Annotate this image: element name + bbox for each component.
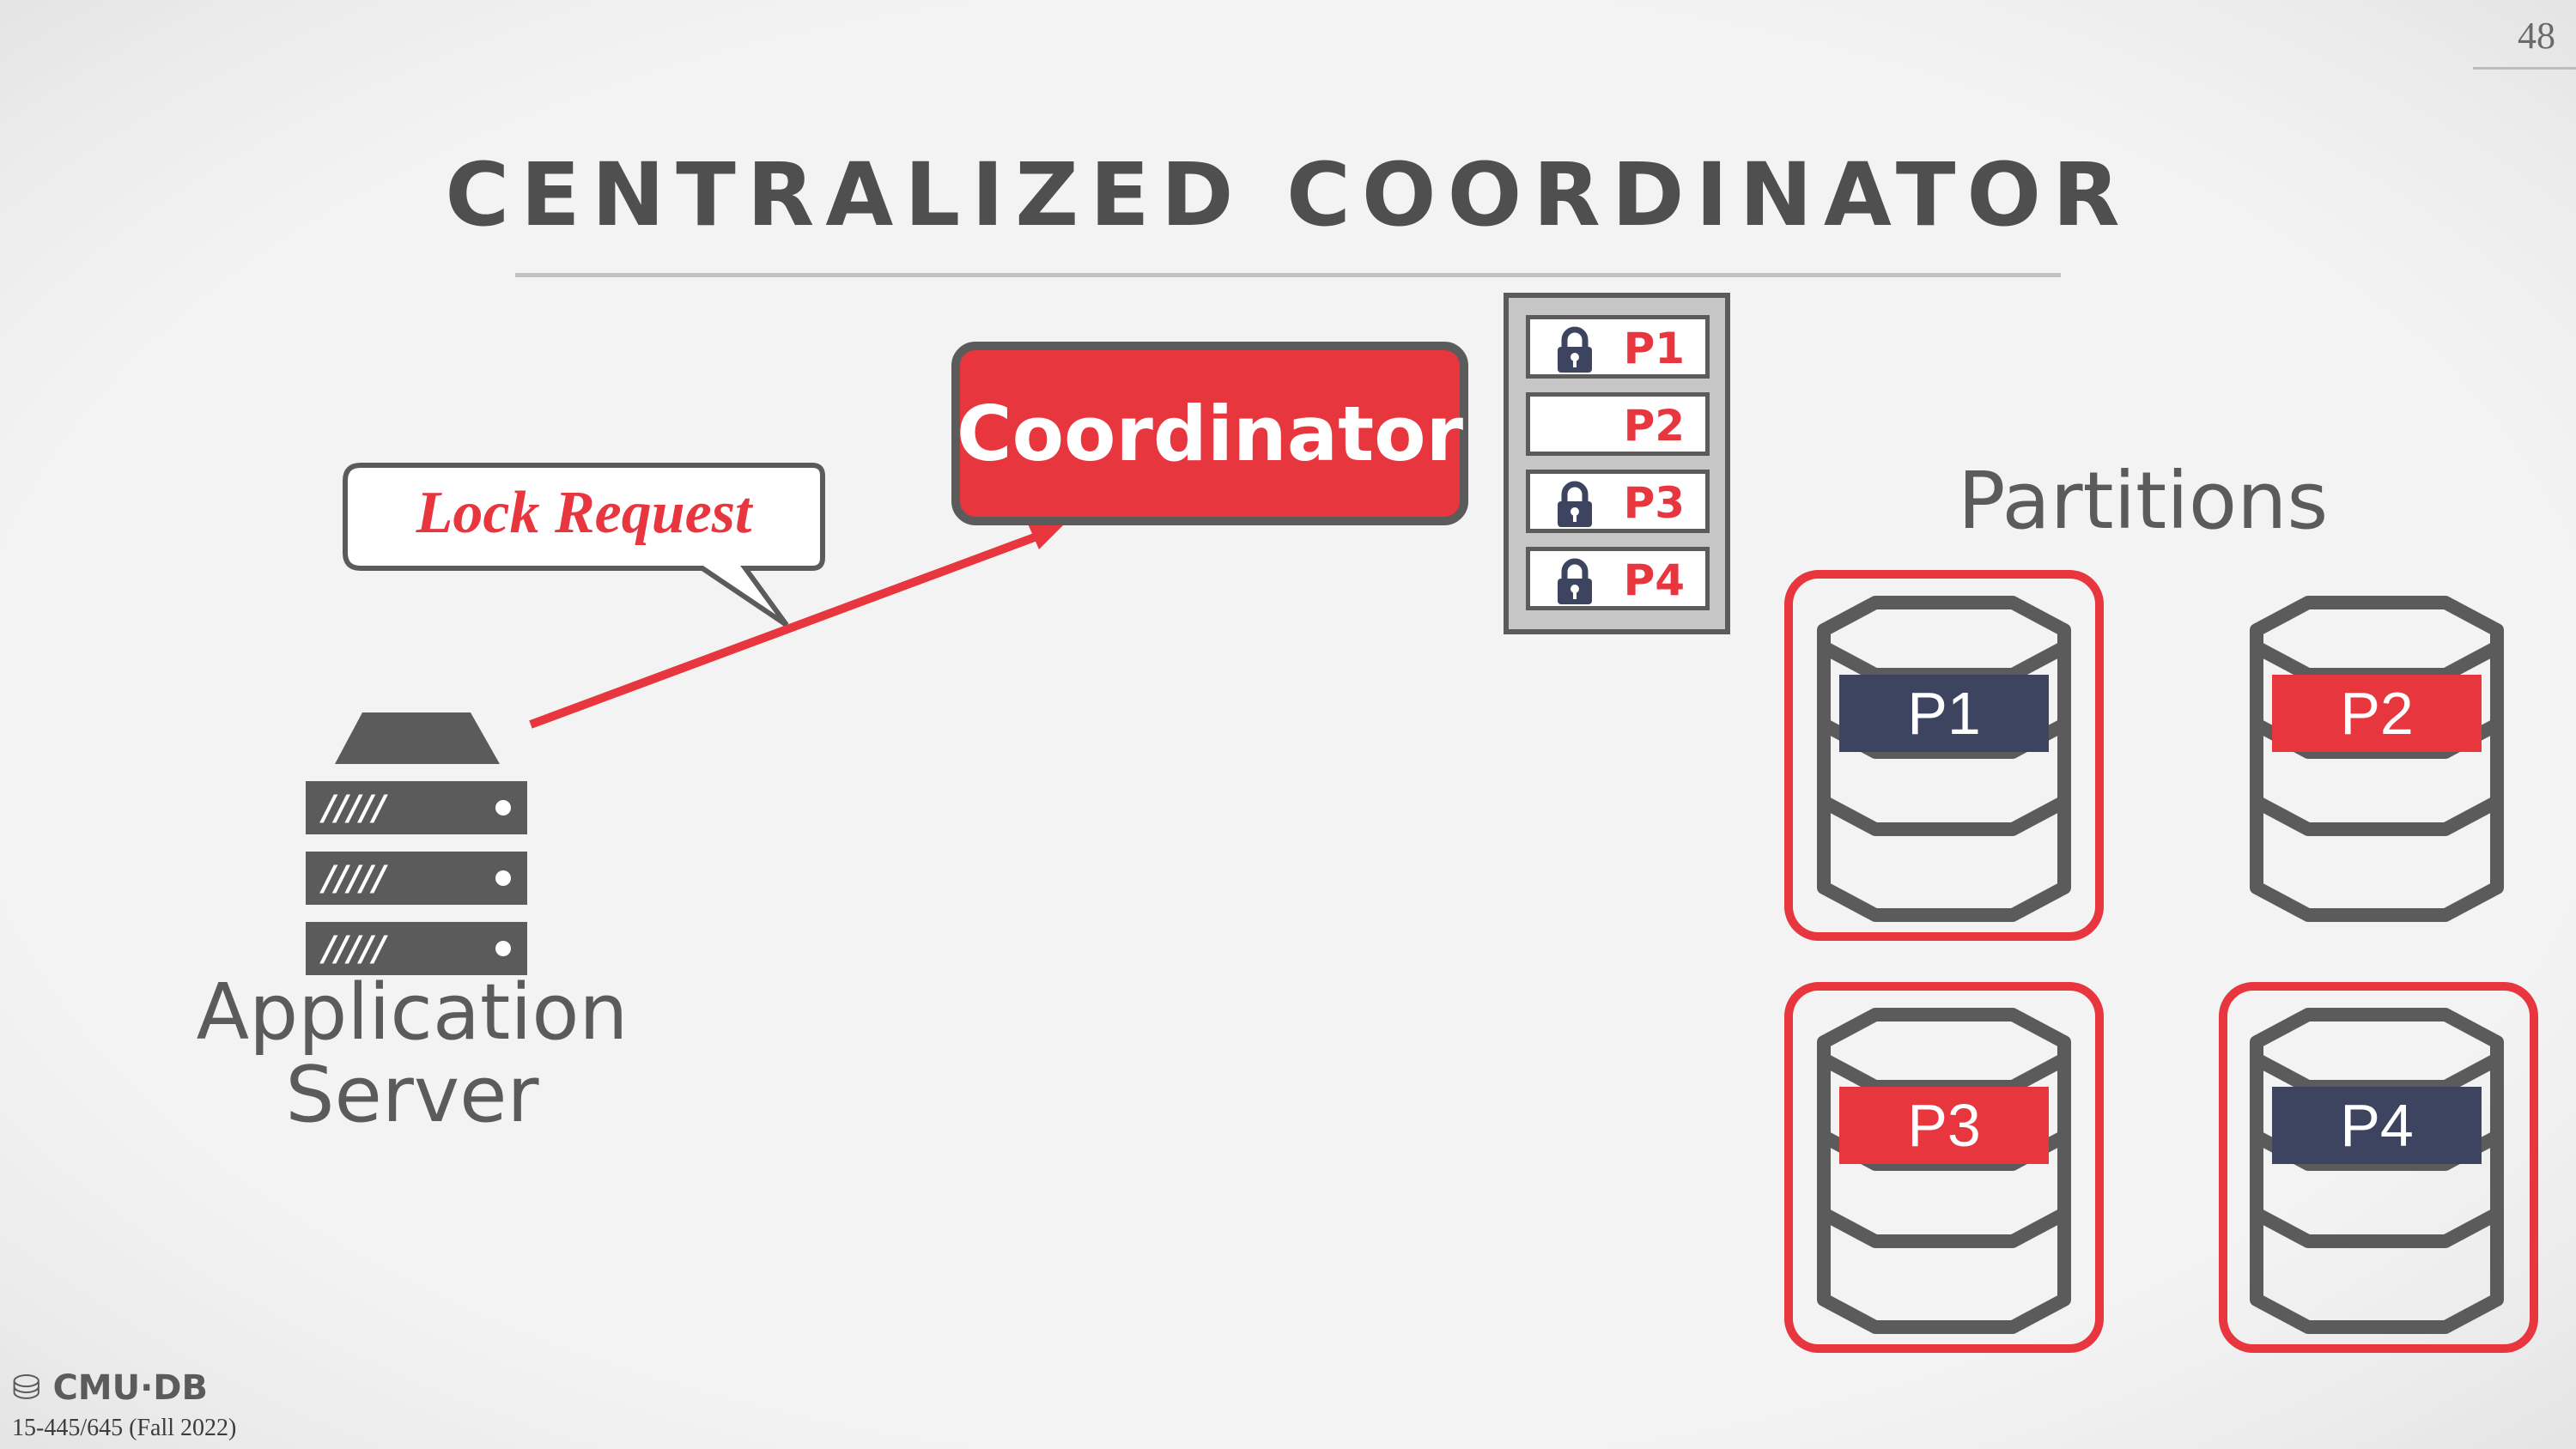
partitions-label: Partitions bbox=[1958, 455, 2329, 547]
svg-text://///: ///// bbox=[319, 859, 388, 899]
partition-label-p1: P1 bbox=[1839, 675, 2049, 752]
page-number: 48 bbox=[2518, 15, 2555, 57]
lock-row-p4: P4 bbox=[1526, 547, 1710, 610]
server-icon: ///// ///// ///// bbox=[306, 712, 527, 975]
app-label-line2: Server bbox=[285, 1050, 539, 1140]
svg-text://///: ///// bbox=[319, 789, 388, 828]
lock-table: P1 P2 P3 P4 bbox=[1504, 293, 1730, 634]
slide-title: CENTRALIZED COORDINATOR bbox=[445, 144, 2131, 246]
lock-icon bbox=[1558, 481, 1592, 527]
app-label-line1: Application bbox=[196, 967, 629, 1058]
lock-request-arrow bbox=[529, 531, 1041, 729]
partition-p1-highlight bbox=[1784, 570, 2104, 941]
lock-icon bbox=[1558, 558, 1592, 604]
lock-row-p2: P2 bbox=[1526, 392, 1710, 456]
page-number-rule bbox=[2473, 67, 2576, 70]
database-icon-p1 bbox=[1817, 596, 2071, 922]
cmu-db-logo: ⛁ CMU·DB bbox=[12, 1368, 208, 1408]
lock-request-bubble bbox=[343, 463, 825, 627]
lock-row-label: P2 bbox=[1623, 401, 1685, 451]
database-icon-p3 bbox=[1817, 1008, 2071, 1334]
lock-row-p3: P3 bbox=[1526, 470, 1710, 533]
cmu-db-logo-text: CMU·DB bbox=[52, 1368, 208, 1408]
coordinator-box: Coordinator bbox=[951, 342, 1468, 525]
lock-row-p1: P1 bbox=[1526, 315, 1710, 379]
database-icon-p2 bbox=[2250, 596, 2504, 922]
database-logo-icon: ⛁ bbox=[12, 1368, 41, 1408]
lock-row-label: P1 bbox=[1623, 324, 1685, 373]
partition-label-p3: P3 bbox=[1839, 1087, 2049, 1164]
lock-row-label: P4 bbox=[1623, 555, 1685, 605]
lock-request-label: Lock Request bbox=[416, 480, 752, 546]
partition-p3-highlight bbox=[1784, 982, 2104, 1353]
title-underline bbox=[515, 273, 2061, 277]
application-server-label: Application Server bbox=[137, 972, 687, 1137]
course-label: 15-445/645 (Fall 2022) bbox=[12, 1415, 237, 1441]
svg-text://///: ///// bbox=[319, 930, 388, 969]
partition-p4-highlight bbox=[2219, 982, 2538, 1353]
database-icon-p4 bbox=[2250, 1008, 2504, 1334]
lock-icon bbox=[1558, 326, 1592, 373]
lock-request-arrowhead bbox=[1027, 522, 1063, 549]
partition-label-p4: P4 bbox=[2272, 1087, 2482, 1164]
lock-row-label: P3 bbox=[1623, 478, 1685, 528]
partition-label-p2: P2 bbox=[2272, 675, 2482, 752]
